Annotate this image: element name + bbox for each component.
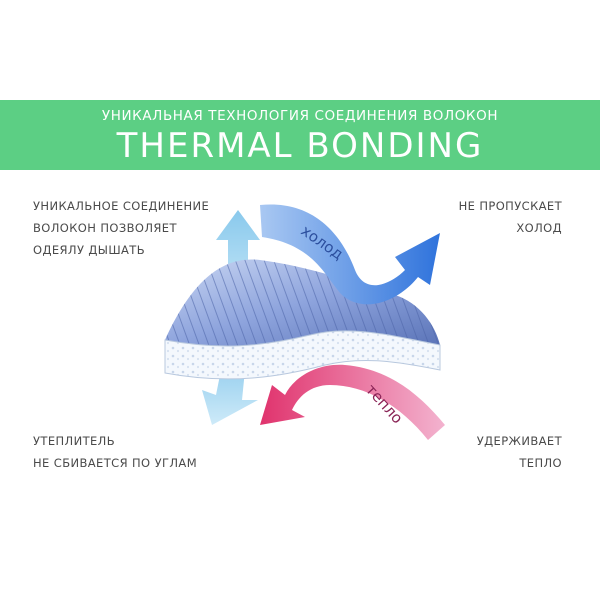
warm-arrow-icon: тепло [260, 364, 445, 440]
air-down-arrow-icon [202, 370, 258, 425]
caption-line: УТЕПЛИТЕЛЬ [33, 434, 116, 448]
caption-breathable: УНИКАЛЬНОЕ СОЕДИНЕНИЕ ВОЛОКОН ПОЗВОЛЯЕТ … [33, 195, 209, 261]
caption-line: НЕ ПРОПУСКАЕТ [458, 199, 562, 213]
caption-line: НЕ СБИВАЕТСЯ ПО УГЛАМ [33, 456, 198, 470]
fiber-filling-layer [164, 330, 441, 380]
caption-line: ХОЛОД [516, 221, 562, 235]
caption-line: ТЕПЛО [519, 456, 562, 470]
banner-subtitle: УНИКАЛЬНАЯ ТЕХНОЛОГИЯ СОЕДИНЕНИЯ ВОЛОКОН [101, 108, 499, 124]
banner-title: THERMAL BONDING [116, 126, 484, 166]
caption-line: УДЕРЖИВАЕТ [476, 434, 562, 448]
caption-line: УНИКАЛЬНОЕ СОЕДИНЕНИЕ [33, 199, 210, 213]
quilted-fabric-layer [165, 259, 440, 347]
title-banner: УНИКАЛЬНАЯ ТЕХНОЛОГИЯ СОЕДИНЕНИЯ ВОЛОКОН… [0, 100, 600, 170]
caption-retains-heat: УДЕРЖИВАЕТ ТЕПЛО [477, 430, 562, 474]
caption-blocks-cold: НЕ ПРОПУСКАЕТ ХОЛОД [459, 195, 562, 239]
air-up-arrow-icon [216, 210, 260, 300]
fabric-layers-illustration: холод тепло [164, 204, 445, 440]
caption-no-clumping: УТЕПЛИТЕЛЬ НЕ СБИВАЕТСЯ ПО УГЛАМ [33, 430, 197, 474]
caption-line: ВОЛОКОН ПОЗВОЛЯЕТ [33, 221, 177, 235]
caption-line: ОДЕЯЛУ ДЫШАТЬ [33, 243, 146, 257]
